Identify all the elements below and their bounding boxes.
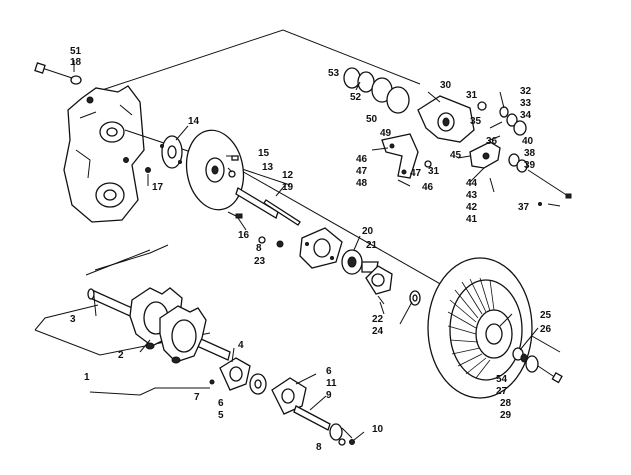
callout-42: 42 [466,202,478,213]
callout-44: 44 [466,178,478,189]
washer-8-upper [258,236,266,244]
callout-21: 21 [366,240,378,251]
small-hardware [145,155,243,219]
washer-24-hole [412,294,418,302]
callout-53: 53 [328,68,340,79]
callout-25: 25 [540,310,552,321]
sprocket-14 [160,135,183,169]
callout-6-right: 6 [326,366,332,377]
callout-50: 50 [366,114,378,125]
callout-12: 12 [282,170,294,181]
bolt-29 [537,365,563,384]
callout-27: 27 [496,386,508,397]
gear-case-housing [63,85,145,223]
callout-13: 13 [262,162,274,173]
caliper-hardware [489,106,527,136]
callout-10: 10 [372,424,384,435]
bearing-plate-4 [219,357,251,391]
callout-28: 28 [500,398,512,409]
callout-49: 49 [380,128,392,139]
washer-28 [525,355,539,373]
bearing-5-bore [254,379,262,389]
callout-23: 23 [254,256,266,267]
washer-8-lower [338,438,346,446]
bearing-flange [299,227,343,269]
callout-35: 35 [470,116,482,127]
callout-8-lower: 8 [316,442,322,453]
callout-5: 5 [218,410,224,421]
callout-26: 26 [540,324,552,335]
bolt-22 [377,295,385,305]
callout-43: 43 [466,190,478,201]
seal-stack [343,67,410,114]
callout-22: 22 [372,314,384,325]
bolt-10 [353,431,365,441]
brake-disc [185,129,245,211]
brake-lever-44 [457,135,501,169]
bolt-51 [34,62,82,85]
callout-47-right: 47 [410,168,422,179]
flange-21 [365,265,393,295]
callout-40: 40 [522,136,534,147]
callout-19: 19 [282,182,294,193]
callout-39: 39 [524,160,536,171]
callout-7: 7 [194,392,200,403]
callout-41: 41 [466,214,478,225]
callout-34: 34 [520,110,532,121]
frame-outline [34,29,421,396]
track-sprockets-2 [129,287,207,364]
nut-23 [276,240,284,248]
cotter-37 [538,202,542,206]
bolt-10-head [349,439,355,445]
callout-32: 32 [520,86,532,97]
leader-lines [73,60,561,439]
callout-4: 4 [238,340,244,351]
callout-20: 20 [362,226,374,237]
callout-9: 9 [326,390,332,401]
callout-51: 51 [70,46,82,57]
callout-33: 33 [520,98,532,109]
driven-pulley-25 [427,257,533,399]
callout-14: 14 [188,116,200,127]
callout-29: 29 [500,410,512,421]
callout-45: 45 [450,150,462,161]
callout-1: 1 [84,372,90,383]
callout-31-lower: 31 [428,166,440,177]
washer-27 [520,353,528,363]
adjuster-38-39-40 [508,153,572,199]
bracket-48 [371,133,419,187]
idler-shaft-11 [293,405,343,441]
flange-plate-6 [271,377,307,415]
jackshaft-12 [235,187,301,226]
callout-15: 15 [258,148,270,159]
callout-52: 52 [350,92,362,103]
callout-6-left: 6 [218,398,224,409]
pin-41-42 [489,177,495,193]
callout-47-left: 47 [356,166,368,177]
callout-46-right: 46 [422,182,434,193]
callout-17: 17 [152,182,164,193]
bearing-20 [341,249,379,275]
callout-36: 36 [486,136,498,147]
nut-31 [424,160,432,168]
callout-46-left: 46 [356,154,368,165]
callout-labels: 51 18 14 15 13 17 12 19 16 8 23 20 21 22… [70,46,552,453]
callout-31-upper: 31 [466,90,478,101]
callout-11: 11 [326,378,337,389]
callout-8-upper: 8 [256,243,262,254]
callout-2: 2 [118,350,124,361]
brake-caliper-30 [417,95,475,143]
plug-31 [477,101,487,111]
callout-48: 48 [356,178,368,189]
callout-24: 24 [372,326,384,337]
callout-38: 38 [524,148,536,159]
callout-37: 37 [518,202,530,213]
callout-16: 16 [238,230,250,241]
callout-54: 54 [496,374,508,385]
callout-30: 30 [440,80,452,91]
clip-7 [209,379,215,385]
callout-18: 18 [70,57,82,68]
callout-3: 3 [70,314,76,325]
